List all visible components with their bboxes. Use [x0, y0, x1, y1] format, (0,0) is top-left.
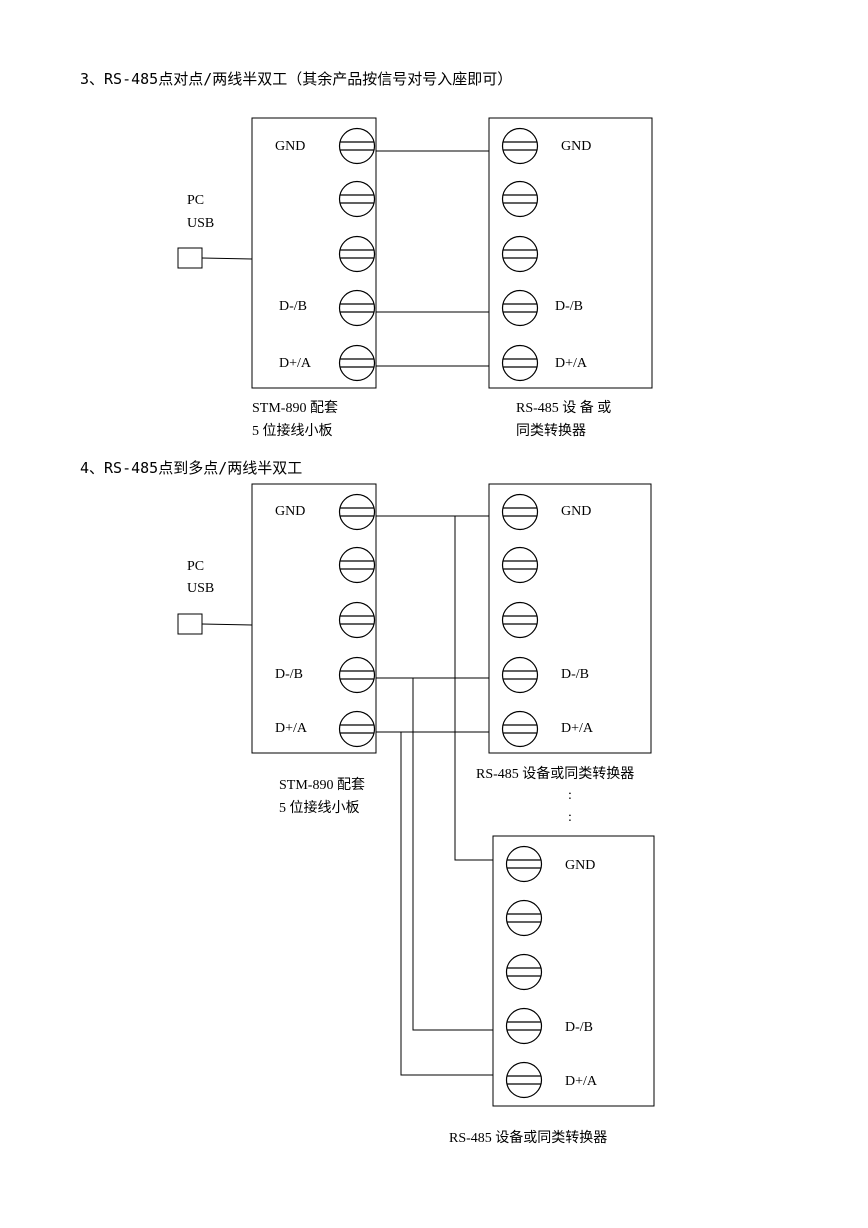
terminal-db: [505, 1007, 543, 1045]
board-da-label: D+/A: [275, 721, 308, 736]
section4-diagram: PC USB GND D-/B D+/A STM-890 配套 5 位接线小板 …: [177, 483, 655, 1146]
device2-db-label: D-/B: [565, 1020, 593, 1035]
terminal-db: [338, 289, 376, 327]
terminal-3: [501, 235, 539, 273]
terminal-3: [505, 953, 543, 991]
section3-diagram: PC USB GND D-/B D+/A STM-890 配套 5 位接线小板 …: [177, 117, 653, 439]
terminal-gnd: [505, 845, 543, 883]
terminal-da: [338, 710, 376, 748]
pc-label: PC: [187, 559, 204, 574]
usb-cable: [201, 623, 253, 626]
da-branch-wire: [400, 732, 493, 1076]
board-db-label: D-/B: [275, 667, 303, 682]
pc-usb-connector: [177, 247, 203, 269]
terminal-db: [501, 656, 539, 694]
gnd-branch-wire: [454, 516, 493, 861]
board-gnd-label: GND: [275, 139, 305, 154]
terminal-2: [338, 180, 376, 218]
device2-caption: RS-485 设备或同类转换器: [449, 1129, 607, 1146]
terminal-2: [501, 546, 539, 584]
rs485-device-2: [492, 835, 655, 1107]
terminal-board: [251, 483, 377, 754]
terminal-gnd: [338, 127, 376, 165]
usb-label: USB: [187, 216, 214, 231]
terminal-gnd: [501, 127, 539, 165]
continuation-dots: :: [568, 788, 572, 803]
usb-label: USB: [187, 581, 214, 596]
terminal-da: [505, 1061, 543, 1099]
device2-gnd-label: GND: [565, 858, 595, 873]
device1-caption: RS-485 设备或同类转换器: [476, 765, 634, 782]
board-gnd-label: GND: [275, 504, 305, 519]
board-da-label: D+/A: [279, 356, 312, 371]
section3-heading: 3、RS-485点对点/两线半双工（其余产品按信号对号入座即可）: [80, 70, 513, 88]
terminal-3: [338, 601, 376, 639]
terminal-3: [338, 235, 376, 273]
device-gnd-label: GND: [561, 139, 591, 154]
terminal-db: [338, 656, 376, 694]
device-da-label: D+/A: [555, 356, 588, 371]
terminal-gnd: [338, 493, 376, 531]
device1-db-label: D-/B: [561, 667, 589, 682]
terminal-board: [251, 117, 377, 389]
continuation-dots: :: [568, 810, 572, 825]
board-db-label: D-/B: [279, 299, 307, 314]
device1-da-label: D+/A: [561, 721, 594, 736]
pc-label: PC: [187, 193, 204, 208]
terminal-gnd: [501, 493, 539, 531]
db-branch-wire: [412, 678, 493, 1031]
terminal-da: [501, 710, 539, 748]
device-db-label: D-/B: [555, 299, 583, 314]
device-caption-line2: 同类转换器: [516, 422, 586, 439]
terminal-da: [501, 344, 539, 382]
terminal-da: [338, 344, 376, 382]
device2-da-label: D+/A: [565, 1074, 598, 1089]
terminal-3: [501, 601, 539, 639]
device-caption-line1: RS-485 设 备 或: [516, 399, 611, 416]
rs485-device-1: [488, 483, 652, 754]
terminal-2: [505, 899, 543, 937]
terminal-2: [501, 180, 539, 218]
board-caption-line2: 5 位接线小板: [252, 422, 333, 439]
board-caption-line1: STM-890 配套: [252, 400, 338, 416]
usb-cable: [201, 257, 253, 260]
section4-heading: 4、RS-485点到多点/两线半双工: [80, 459, 303, 477]
pc-usb-connector: [177, 613, 203, 635]
board-caption-line1: STM-890 配套: [279, 777, 365, 793]
board-caption-line2: 5 位接线小板: [279, 799, 360, 816]
terminal-db: [501, 289, 539, 327]
terminal-2: [338, 546, 376, 584]
device1-gnd-label: GND: [561, 504, 591, 519]
rs485-device: [488, 117, 653, 389]
